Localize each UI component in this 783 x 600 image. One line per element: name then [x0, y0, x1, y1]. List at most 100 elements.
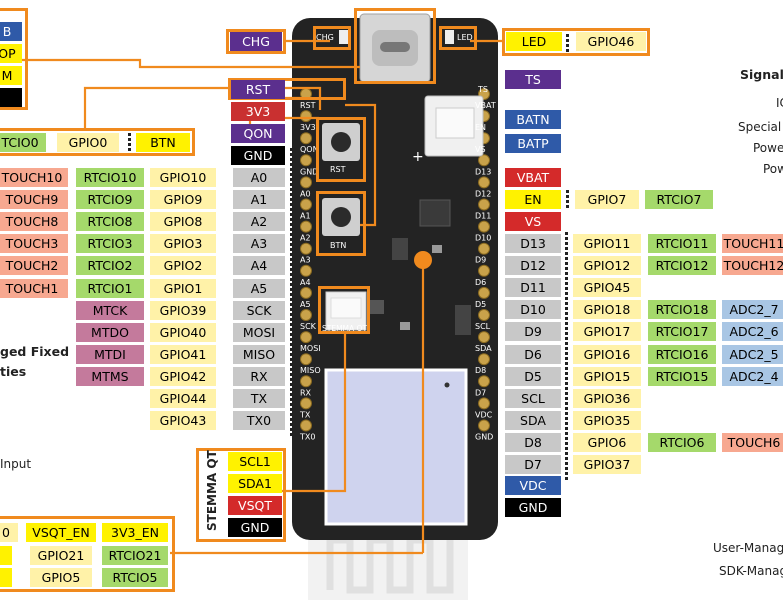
- touch-label: TOUCH8: [0, 212, 68, 231]
- pin-label: SCK: [233, 301, 285, 320]
- pin-label: TX0: [233, 411, 285, 430]
- legend-signal: Signal C: [740, 67, 783, 82]
- pin-label: D10: [505, 300, 561, 319]
- input-text: Input: [0, 457, 32, 471]
- gpio-label: GPIO35: [573, 411, 641, 430]
- gpio-label: GPIO41: [150, 345, 216, 364]
- gpio-label: GPIO45: [573, 278, 641, 297]
- rtcio-label: RTCIO11: [648, 234, 716, 253]
- silk-right-pin: VS: [475, 145, 486, 154]
- 3v3-en-label: 3V3_EN: [102, 523, 168, 542]
- silk-right-pin: EN: [475, 123, 486, 132]
- rtcio-label: RTCIO1: [76, 279, 144, 298]
- gpio-label: GPIO1: [150, 279, 216, 298]
- batp-label: BATP: [505, 134, 561, 153]
- stemma-title: STEMMA QT: [205, 450, 219, 531]
- pin-label: D9: [505, 322, 561, 341]
- jtag-label: MTMS: [76, 367, 144, 386]
- silk-led: LED: [457, 33, 473, 42]
- gpio-label: GPIO2: [150, 256, 216, 275]
- legend-l3: Powe: [753, 141, 783, 155]
- silk-btn: BTN: [330, 241, 346, 250]
- gpio7-label: GPIO7: [575, 190, 639, 209]
- fixed-text-1: ged Fixed: [0, 344, 70, 359]
- silk-left-pin: A1: [300, 212, 311, 221]
- silk-right-pin: VDC: [475, 410, 493, 419]
- rst-highlight: [228, 78, 346, 100]
- pin-label: D13: [505, 234, 561, 253]
- adc-label: ADC2_4: [722, 367, 783, 386]
- pin-label: D12: [505, 256, 561, 275]
- rtcio-label: RTCIO9: [76, 190, 144, 209]
- rtcio7-label: RTCIO7: [645, 190, 713, 209]
- rst-label: RST: [231, 80, 285, 99]
- rtcio-label: RTCIO10: [76, 168, 144, 187]
- stemma-connector-box: [318, 286, 370, 334]
- pin-label: MOSI: [233, 323, 285, 342]
- silk-right-pin: GND: [475, 433, 493, 442]
- pin-label: D5: [505, 367, 561, 386]
- rtcio21-label: RTCIO21: [102, 546, 168, 565]
- silk-left-pin: RX: [300, 388, 312, 397]
- gpio-label: GPIO36: [573, 389, 641, 408]
- rtcio-label: RTCIO8: [76, 212, 144, 231]
- gpio-label: GPIO39: [150, 301, 216, 320]
- touch-label: TOUCH9: [0, 190, 68, 209]
- pin-label: D6: [505, 345, 561, 364]
- gpio-label: GPIO9: [150, 190, 216, 209]
- pin-label: MISO: [233, 345, 285, 364]
- silk-right-pin: D9: [475, 256, 486, 265]
- touch-label: TOUCH6: [722, 433, 783, 452]
- silk-right-pin: D8: [475, 366, 486, 375]
- pin-label: A1: [233, 190, 285, 209]
- silk-right-pin: D11: [475, 212, 491, 221]
- gpio-label: GPIO3: [150, 234, 216, 253]
- qon-label: QON: [231, 124, 285, 143]
- pin-label: SCL: [505, 389, 561, 408]
- cut-op-label: OP: [0, 44, 22, 63]
- touch-label: TOUCH10: [0, 168, 68, 187]
- silk-left-pin: 3V3: [300, 123, 316, 132]
- silk-right-pin: SCL: [475, 322, 491, 331]
- usb-highlight: [354, 8, 436, 84]
- chg-label: CHG: [230, 32, 282, 51]
- vbat-label: VBAT: [505, 168, 561, 187]
- scl1-label: SCL1: [228, 452, 282, 471]
- silk-right-pin: SDA: [475, 344, 492, 353]
- silk-left-pin: QON: [300, 145, 319, 154]
- jtag-label: MTCK: [76, 301, 144, 320]
- led-gpio-label: GPIO46: [576, 32, 646, 51]
- gpio-label: GPIO44: [150, 389, 216, 408]
- rtcio-label: RTCIO18: [648, 300, 716, 319]
- gpio-label: GPIO12: [573, 256, 641, 275]
- pin-label: A4: [233, 256, 285, 275]
- bl-r1-0: 0: [0, 523, 18, 542]
- bl-r2-0: 0: [0, 546, 12, 565]
- jtag-label: MTDO: [76, 323, 144, 342]
- jtag-label: MTDI: [76, 345, 144, 364]
- silk-right-pin: D13: [475, 167, 491, 176]
- gpio-label: GPIO40: [150, 323, 216, 342]
- adc-label: ADC2_6: [722, 322, 783, 341]
- user-led: [445, 30, 454, 44]
- touch-label: TOUCH12: [722, 256, 783, 275]
- gpio-label: GPIO11: [573, 234, 641, 253]
- gpio-label: GPIO18: [573, 300, 641, 319]
- silk-left-pin: A4: [300, 278, 311, 287]
- gpio-label: GPIO6: [573, 433, 641, 452]
- pin-label: RX: [233, 367, 285, 386]
- led-group-box: [502, 28, 650, 56]
- rtcio5-label: RTCIO5: [102, 568, 168, 587]
- silk-left-pin: RST: [300, 101, 316, 110]
- gpio-label: GPIO10: [150, 168, 216, 187]
- touch-label: TOUCH3: [0, 234, 68, 253]
- cut-b-label: B: [0, 22, 22, 41]
- rtcio-label: RTCIO6: [648, 433, 716, 452]
- pin-label: A3: [233, 234, 285, 253]
- silk-right-pin: D7: [475, 388, 486, 397]
- silk-left-pin: TX0: [299, 433, 315, 442]
- btn-row-box: [0, 128, 195, 156]
- svg-text:+: +: [412, 149, 424, 165]
- led-silk-highlight: [439, 26, 477, 50]
- touch-label: TOUCH11: [722, 234, 783, 253]
